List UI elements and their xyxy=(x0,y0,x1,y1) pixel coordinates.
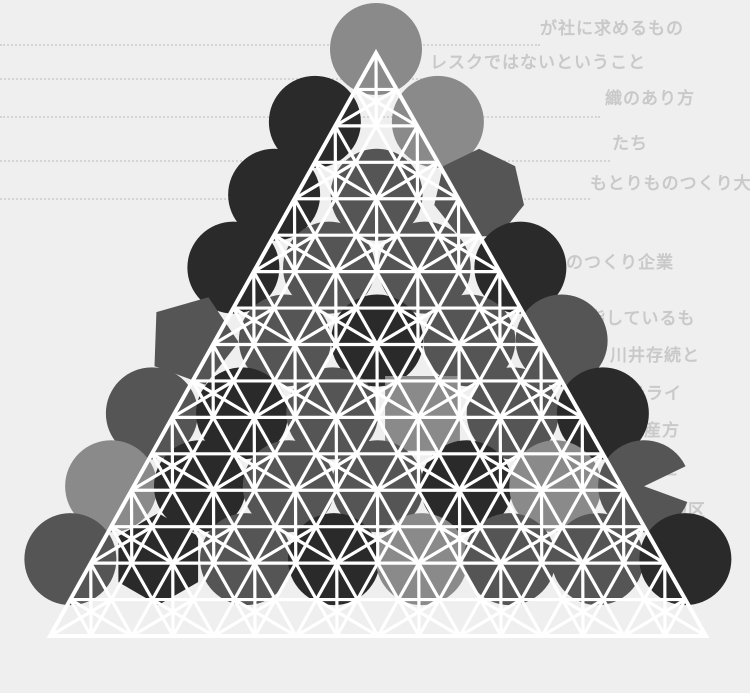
tone-circle xyxy=(639,513,731,605)
triangle-grid-lines xyxy=(50,53,706,636)
tone-circle xyxy=(24,513,116,605)
